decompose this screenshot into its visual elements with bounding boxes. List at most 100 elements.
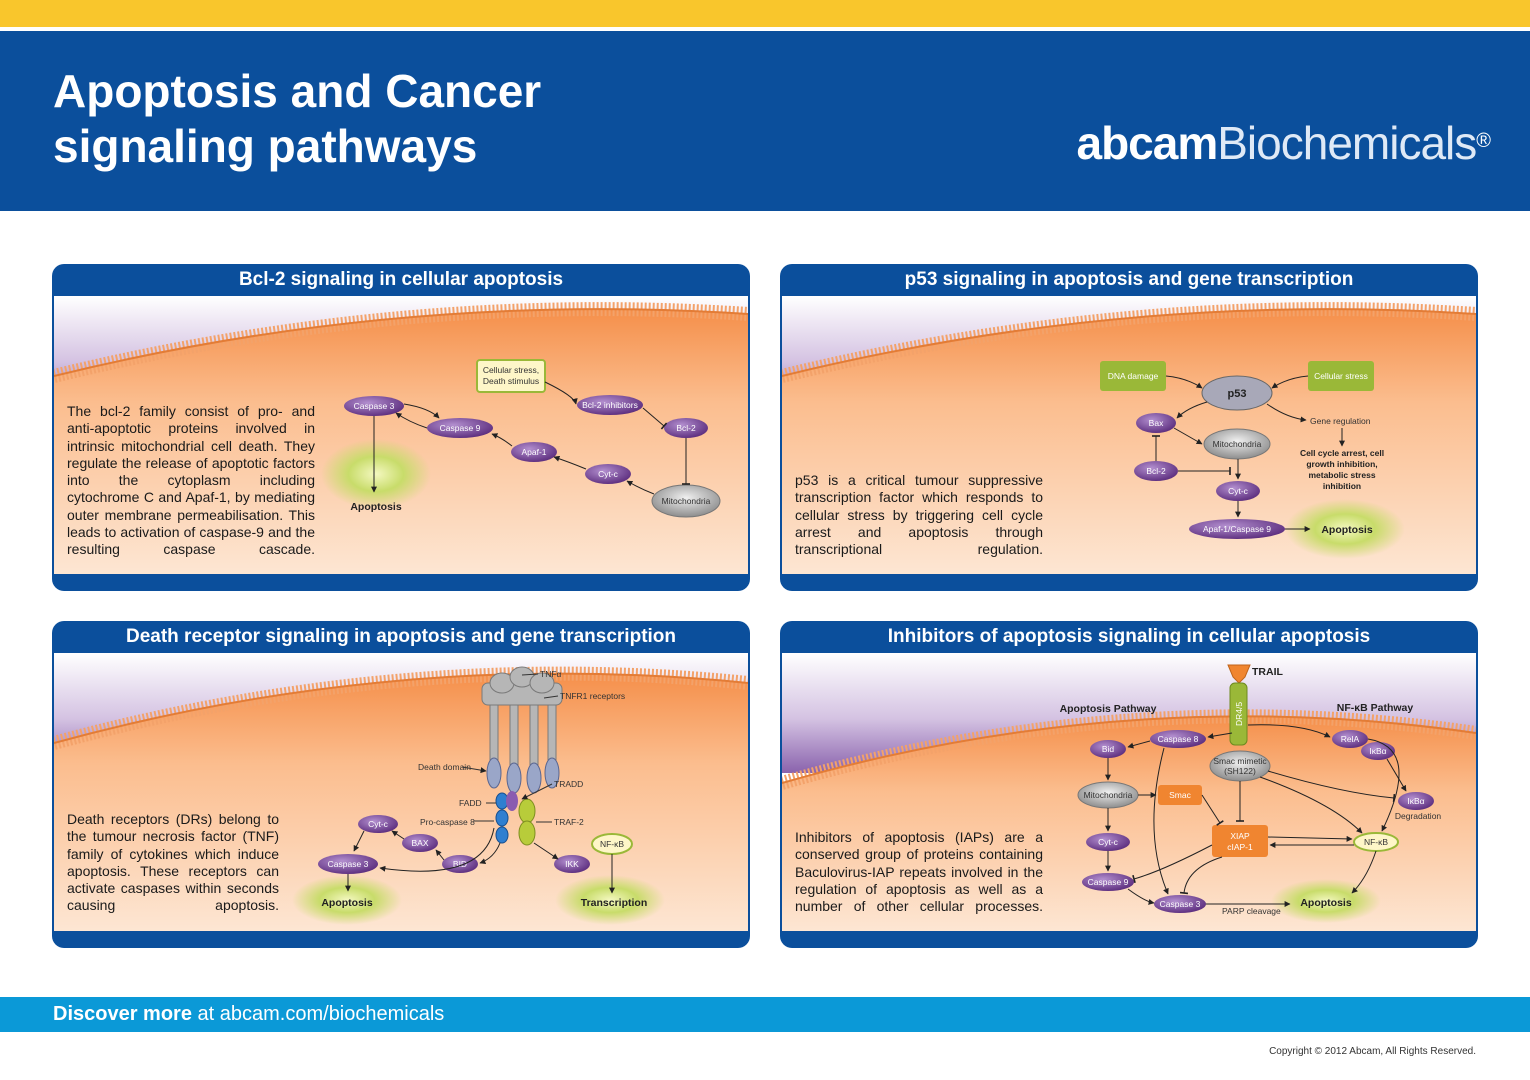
caspase3-label: Caspase 3: [354, 401, 395, 411]
bcl2-inhibitors-node: [577, 395, 643, 415]
caspase3-label: Caspase 3: [1160, 899, 1201, 909]
cytc-node: [358, 815, 398, 833]
p53-label: p53: [1228, 388, 1247, 400]
apaf1-label: Apaf-1: [521, 447, 546, 457]
discover-rest: at abcam.com/biochemicals: [191, 1003, 445, 1025]
mitochondria-label: Mitochondria: [662, 496, 711, 506]
apoptosis-label: Apoptosis: [321, 897, 372, 909]
smac-label: Smac: [1169, 790, 1191, 800]
caspase8-label: Caspase 8: [1158, 734, 1199, 744]
ikba-degrading-label: IκBα: [1407, 796, 1424, 806]
caspase3-node: [318, 854, 378, 874]
mitochondria-label: Mitochondria: [1213, 439, 1262, 449]
arrow-dr-caspase8: [1207, 732, 1233, 740]
bcl2-label: Bcl-2: [1146, 466, 1166, 476]
nfkb-label: NF-κB: [1364, 837, 1388, 847]
caspase3-label: Caspase 3: [328, 859, 369, 869]
arrest-line-4: inhibition: [1323, 481, 1361, 491]
cytoplasm-region: [54, 309, 748, 574]
apoptosis-burst: [321, 439, 431, 509]
xiap-node: [1212, 825, 1268, 857]
tnfr1-receptor: [481, 666, 563, 766]
apoptosis-label: Apoptosis: [350, 501, 401, 513]
apoptosis-pathway-label: Apoptosis Pathway: [1060, 703, 1157, 715]
arrow-dna-p53: [1165, 375, 1203, 389]
panel-title: Death receptor signaling in apoptosis an…: [125, 626, 677, 647]
apaf-caspase9-label: Apaf-1/Caspase 9: [1203, 524, 1271, 534]
arrow-caspase9-caspase3: [1127, 888, 1155, 905]
caspase8-node: [1150, 730, 1206, 748]
cytc-node: [585, 464, 631, 484]
arrow-mimetic-nfkb: [1259, 776, 1363, 834]
apoptosis-burst: [292, 875, 402, 925]
arrow-bax-mito: [1173, 427, 1203, 445]
mitochondria-node: [651, 484, 721, 518]
arrow-caspase9-caspase3: [395, 412, 428, 429]
p53-node: [1201, 375, 1273, 411]
xiap-line-1: XIAP: [1230, 831, 1250, 841]
parp-label: PARP cleavage: [1222, 906, 1281, 916]
arrow-apaf1-caspase9: [491, 433, 513, 447]
arrow-ikba-degradation: [1386, 758, 1407, 792]
footer-link[interactable]: Discover more at abcam.com/biochemicals: [53, 1001, 444, 1027]
apoptosis-label: Apoptosis: [1321, 524, 1372, 536]
ikk-node: [554, 855, 590, 873]
ikba-degrading-node: [1398, 792, 1434, 810]
bax-node: [402, 834, 438, 852]
panel-title: p53 signaling in apoptosis and gene tran…: [904, 269, 1354, 290]
arrow-caspase8-bid: [1127, 740, 1151, 749]
panel-bcl2: Bcl-2 signaling in cellular apoptosis Ce…: [52, 264, 750, 591]
caspase3-node: [1154, 895, 1206, 913]
mitochondria-label: Mitochondria: [1084, 790, 1133, 800]
tnfa-label: TNFα: [540, 669, 562, 679]
title-line-2: signaling pathways: [53, 120, 478, 172]
panel-p53: p53 signaling in apoptosis and gene tran…: [780, 264, 1478, 591]
panel-description: The bcl-2 family consist of pro- and ant…: [67, 403, 315, 558]
dr45-receptor: [1229, 682, 1248, 746]
cellular-stress-node: [1308, 361, 1374, 391]
brand-mark: ®: [1476, 130, 1491, 152]
bcl2-label: Bcl-2: [676, 423, 696, 433]
stress-line-2: Death stimulus: [483, 376, 539, 386]
caspase9-node: [1082, 873, 1134, 891]
panel-diagram: DNA damage Cellular stress p53 Bax Gene …: [782, 296, 1476, 574]
bid-label: Bid: [1102, 744, 1115, 754]
stress-node: [476, 359, 546, 393]
copyright: Copyright © 2012 Abcam, All Rights Reser…: [1269, 1046, 1476, 1057]
footer-bar: [0, 997, 1530, 1032]
dr45-label: DR4/5: [1234, 702, 1244, 726]
arrest-text: Cell cycle arrest, cell growth inhibitio…: [1300, 448, 1384, 491]
fadd-caspase8-stack: [495, 792, 509, 844]
bax-label: Bax: [1149, 418, 1164, 428]
panel-description: Death receptors (DRs) belong to the tumo…: [67, 811, 279, 914]
trail-label: TRAIL: [1252, 666, 1283, 678]
arrow-mito-cytc: [626, 480, 655, 495]
brand-logo: abcamBiochemicals®: [1077, 118, 1491, 168]
procaspase8-label: Pro-caspase 8: [420, 817, 475, 827]
discover-bold: Discover more: [53, 1003, 192, 1025]
cytoplasm-region: [782, 716, 1476, 931]
arrow-cytc-caspase3: [353, 830, 365, 852]
death-domain-label: Death domain: [418, 762, 471, 772]
cytc-label: Cyt-c: [1098, 837, 1119, 847]
apoptosis-label: Apoptosis: [1300, 897, 1351, 909]
apoptosis-burst: [1285, 499, 1405, 559]
tradd-label: TRADD: [554, 779, 583, 789]
inhibit-smac-xiap: [1201, 794, 1224, 826]
inhibit-xiap-caspase3: [1179, 856, 1223, 895]
inhibit-xiap-caspase9: [1132, 844, 1213, 884]
mitochondria-node: [1203, 428, 1271, 460]
caspase9-node: [427, 418, 493, 438]
panel-description: p53 is a critical tumour suppressive tra…: [795, 472, 1043, 558]
tradd-node: [506, 791, 518, 811]
panel-death-receptor: Death receptor signaling in apoptosis an…: [52, 621, 750, 948]
arrow-stress-bcl2inh: [544, 381, 578, 405]
bax-label: BAX: [411, 838, 428, 848]
bax-node: [1136, 413, 1176, 433]
smac-node: [1158, 785, 1202, 805]
caspase9-label: Caspase 9: [440, 423, 481, 433]
arrow-stress-p53: [1271, 375, 1309, 389]
panel-description: Inhibitors of apoptosis (IAPs) are a con…: [795, 829, 1043, 915]
ikk-label: IKK: [565, 859, 579, 869]
smac-mimetic-line-1: Smac mimetic: [1213, 756, 1267, 766]
